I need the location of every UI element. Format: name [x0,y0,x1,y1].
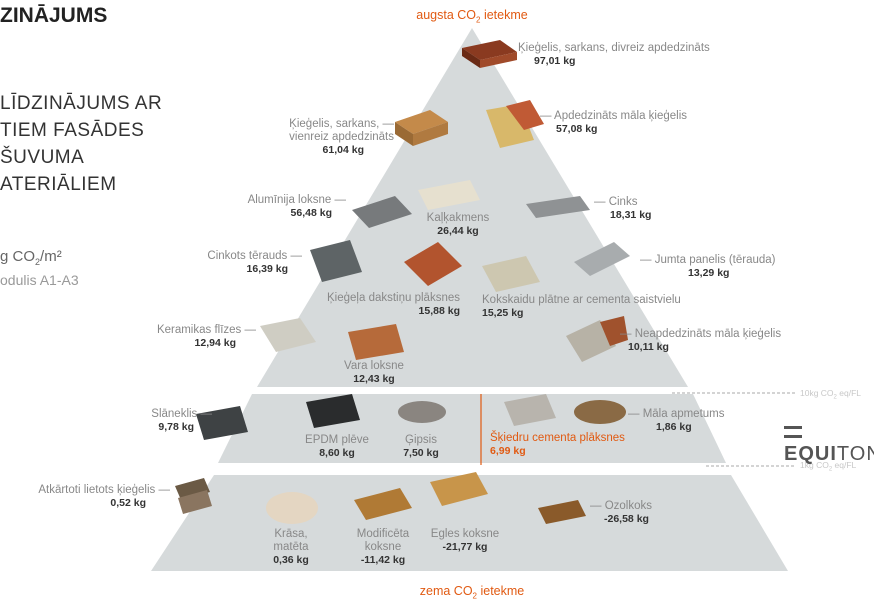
item-brick-red-once: Ķieģelis, sarkans, — vienreiz apdedzināt… [289,118,394,156]
material-woodwool-board-icon [482,256,540,292]
item-zinc: — Cinks 18,31 kg [594,196,652,221]
item-galvanized-steel: Cinkots tērauds — 16,39 kg [207,250,302,275]
subtitle: LĪDZINĀJUMS AR TIEM FASĀDES ŠUVUMA ATERI… [0,90,162,198]
item-ceramic-tile: Keramikas flīzes — 12,94 kg [156,324,256,349]
material-modified-wood-icon [354,488,412,520]
material-aluminium-sheet-icon [352,196,412,228]
item-reused-brick: Atkārtoti lietots ķieģelis — 0,52 kg [38,484,170,509]
subtitle-line: ATERIĀLIEM [0,174,117,195]
pyramid-top-section [257,28,688,387]
item-roof-panel: — Jumta panelis (tērauda) 13,29 kg [640,254,776,279]
material-ceramic-tile-icon [260,318,316,352]
material-spruce-wood-icon [430,472,488,506]
material-slate-icon [196,406,248,440]
item-clay-plaster: — Māla apmetums 1,86 kg [628,408,725,433]
item-limestone: Kaļķakmens 26,44 kg [426,212,490,237]
material-limestone-icon [418,180,480,210]
item-woodwool-board: Kokskaidu plātne ar cementa saistvielu 1… [482,294,681,319]
material-fibre-cement-icon [504,394,556,426]
material-fired-clay-brick-icon [486,100,544,148]
material-copper-sheet-icon [348,324,404,360]
item-epdm: EPDM plēve 8,60 kg [305,434,369,459]
material-reused-brick-icon [175,478,212,514]
scale-label-10kg: 10kg CO2 eq/FL [800,388,861,401]
subtitle-line: TIEM FASĀDES [0,120,145,141]
material-clay-plaster-icon [574,400,626,424]
scale-label-1kg: 1kg CO2 eq/FL [800,460,857,473]
module-note: odulis A1-A3 [0,272,79,288]
material-epdm-icon [306,394,360,428]
material-oak-icon [538,500,586,524]
unit-label: g CO2/m² [0,248,62,267]
material-roof-panel-icon [574,242,630,276]
item-paint-matte: Krāsa, matēta 0,36 kg [273,528,309,566]
material-gypsum-icon [398,401,446,423]
item-oak: — Ozolkoks -26,58 kg [590,500,652,525]
material-clay-roof-tile-icon [404,242,462,286]
material-unfired-clay-brick-icon [566,316,628,362]
logo-bars-icon [784,425,802,438]
item-fibre-cement-highlighted: Šķiedru cementa plāksnes 6,99 kg [490,432,625,457]
item-spruce-wood: Egles koksne -21,77 kg [430,528,500,553]
item-brick-red-twice: Ķieģelis, sarkans, divreiz apdedzināts 9… [518,42,710,67]
item-fired-clay-brick: — Apdedzināts māla ķieģelis 57,08 kg [540,110,688,135]
material-galvanized-steel-icon [310,240,362,282]
item-modified-wood: Modificēta koksne -11,42 kg [356,528,410,566]
page-title: ZINĀJUMS [0,4,108,27]
material-brick-red-twice-icon [462,40,517,68]
item-gypsum: Ģipsis 7,50 kg [403,434,439,459]
item-unfired-clay-brick: — Neapdedzināts māla ķieģelis 10,11 kg [620,328,782,353]
material-zinc-icon [526,196,590,218]
high-impact-label: augsta CO2 ietekme [416,8,528,25]
subtitle-line: LĪDZINĀJUMS AR [0,93,163,114]
subtitle-line: ŠUVUMA [0,147,85,168]
low-impact-label: zema CO2 ietekme [419,584,525,601]
item-aluminium-sheet: Alumīnija loksne — 56,48 kg [247,194,346,219]
item-copper-sheet: Vara loksne 12,43 kg [344,360,404,385]
material-brick-red-once-icon [395,110,448,146]
material-paint-matte-icon [266,492,318,524]
item-slate: Slāneklis — 9,78 kg [151,408,212,433]
equitone-logo: EQUITONE [784,420,874,466]
item-clay-roof-tile: Ķieģeļa dakstiņu plāksnes 15,88 kg [327,292,460,317]
